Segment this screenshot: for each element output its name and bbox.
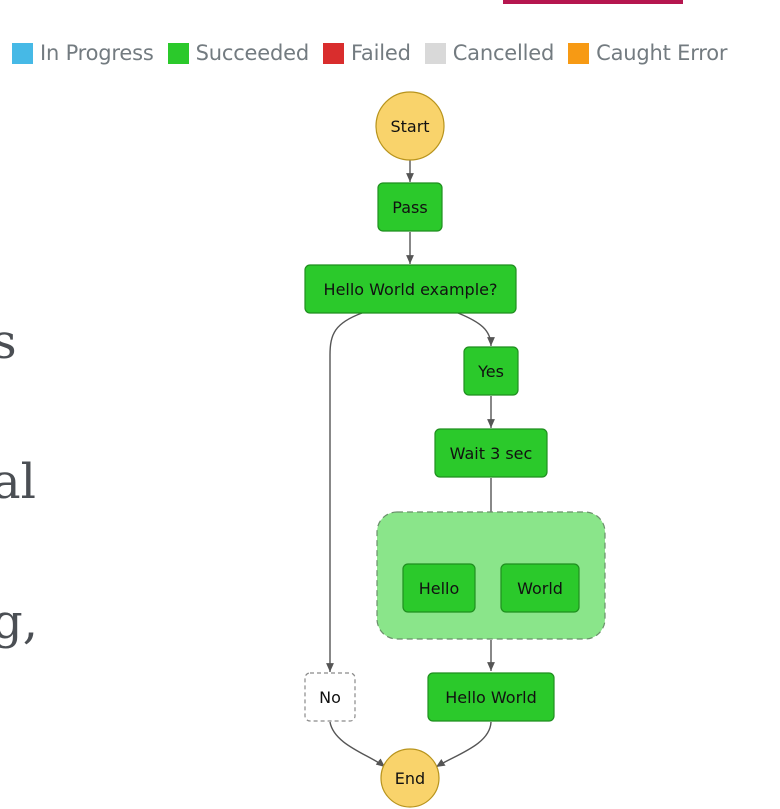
node-no[interactable]: No — [304, 672, 356, 722]
node-world[interactable]: World — [500, 563, 580, 613]
edge-no-end — [329, 721, 386, 768]
edge-choice-yes — [457, 312, 495, 347]
node-hello-world[interactable]: Hello World — [427, 672, 555, 722]
node-no-label: No — [319, 688, 341, 707]
node-choice[interactable]: Hello World example? — [304, 264, 517, 314]
node-wait[interactable]: Wait 3 sec — [434, 428, 548, 478]
legend-item-failed: Failed — [322, 41, 411, 65]
legend-swatch — [424, 42, 446, 64]
node-end[interactable]: End — [380, 748, 440, 808]
legend-label: Caught Error — [596, 41, 728, 65]
node-yes[interactable]: Yes — [463, 346, 519, 396]
node-hello-world-label: Hello World — [445, 688, 537, 707]
node-pass[interactable]: Pass — [377, 182, 443, 232]
node-yes-label: Yes — [477, 362, 504, 381]
node-wait-label: Wait 3 sec — [450, 444, 533, 463]
legend-swatch — [322, 42, 344, 64]
legend-label: Succeeded — [195, 41, 310, 65]
top-accent-bar — [503, 0, 683, 4]
legend-swatch — [167, 42, 189, 64]
node-hello-label: Hello — [419, 579, 460, 598]
node-start-label: Start — [390, 117, 429, 136]
legend-item-in-progress: In Progress — [12, 41, 154, 65]
node-pass-label: Pass — [392, 198, 427, 217]
legend-label: Cancelled — [452, 41, 555, 65]
background-text-fragment: s — [0, 314, 17, 370]
legend-label: In Progress — [40, 41, 154, 65]
edge-choice-no — [326, 312, 363, 672]
legend-label: Failed — [350, 41, 411, 65]
legend-swatch — [568, 42, 590, 64]
background-text-fragment: g, — [0, 594, 38, 650]
edge-hello-world-end — [435, 721, 492, 768]
legend-swatch — [12, 42, 33, 64]
background-text-fragment: al — [0, 454, 36, 510]
node-choice-label: Hello World example? — [324, 280, 498, 299]
legend-item-succeeded: Succeeded — [167, 41, 310, 65]
legend-item-cancelled: Cancelled — [424, 41, 555, 65]
node-hello[interactable]: Hello — [402, 563, 476, 613]
status-legend: In Progress Succeeded Failed Cancelled C… — [12, 40, 728, 66]
node-world-label: World — [517, 579, 563, 598]
node-end-label: End — [395, 769, 425, 788]
node-start[interactable]: Start — [375, 91, 445, 161]
legend-item-caught-error: Caught Error — [568, 41, 728, 65]
